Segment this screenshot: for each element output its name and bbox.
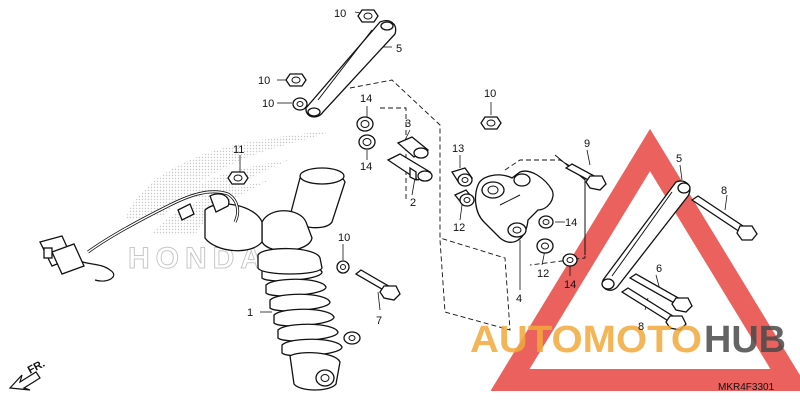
bearing-12-left [453, 189, 476, 207]
washer-11 [336, 260, 350, 274]
callout-12b: 12 [537, 268, 549, 280]
cushion-arm [474, 170, 554, 243]
front-direction-indicator: FR. [8, 358, 47, 391]
bolt-8-upper [690, 195, 758, 241]
assembly-outline [349, 79, 586, 331]
callout-10b: 10 [258, 75, 270, 87]
upper-link-rod [305, 20, 397, 118]
callout-5a: 5 [396, 43, 402, 55]
dust-seal-14-right-lower [562, 253, 578, 267]
callout-2: 2 [410, 197, 416, 209]
watermark-brand-right: HUB [704, 319, 786, 361]
callout-7: 7 [376, 315, 382, 327]
callout-14d: 14 [564, 279, 576, 291]
callout-14c: 14 [565, 217, 577, 229]
dust-seal-14-lower [358, 134, 376, 150]
callout-1: 1 [247, 307, 253, 319]
lower-link-rod [601, 180, 691, 291]
dust-seal-14-upper [356, 116, 374, 132]
callout-labels: 10 5 10 10 10 11 14 14 3 2 13 12 9 5 8 1… [233, 8, 727, 333]
bearing-13 [450, 167, 474, 187]
watermark-triangle [490, 128, 800, 391]
callout-10a: 10 [334, 8, 346, 20]
adjuster-connector [39, 235, 85, 275]
washer-10 [292, 97, 308, 111]
callout-8b: 8 [638, 321, 644, 333]
bolt-8-lower [620, 287, 687, 331]
bolt-6 [628, 273, 693, 313]
bearing-12-right [536, 238, 554, 254]
callout-3: 3 [405, 118, 411, 130]
callout-10d: 10 [484, 88, 496, 100]
watermark-brand: AUTOMOTO HUB [470, 319, 786, 361]
callout-13: 13 [452, 143, 464, 155]
dust-seal-14-right-upper [538, 215, 554, 229]
callout-10e: 11 [233, 144, 244, 156]
nut-10-top [357, 9, 379, 23]
collar-2 [386, 153, 433, 182]
nut-10-upper [285, 73, 307, 87]
callout-5b: 5 [676, 153, 682, 165]
shock-spring [261, 263, 343, 357]
diagram-reference-code: MKR4F3301 [718, 382, 775, 393]
rear-shock-absorber [204, 167, 361, 391]
nut-10-left [227, 171, 249, 185]
callout-12a: 12 [453, 222, 465, 234]
callout-9: 9 [584, 138, 590, 150]
callout-10c: 10 [262, 98, 274, 110]
watermark-brand-left: AUTOMOTO [470, 319, 702, 361]
callout-14a: 14 [360, 93, 372, 105]
leader-lines [239, 11, 728, 313]
front-indicator-label: FR. [26, 358, 47, 377]
collar-3 [396, 136, 430, 159]
callout-11: 10 [338, 232, 350, 244]
nut-10-center [480, 116, 502, 130]
callout-4: 4 [516, 293, 522, 305]
callout-14b: 14 [360, 161, 372, 173]
callout-6: 6 [656, 263, 662, 275]
adjuster-hose [74, 190, 240, 282]
bolt-7 [354, 269, 401, 301]
bolt-9 [564, 163, 607, 191]
callout-8a: 8 [721, 185, 727, 197]
